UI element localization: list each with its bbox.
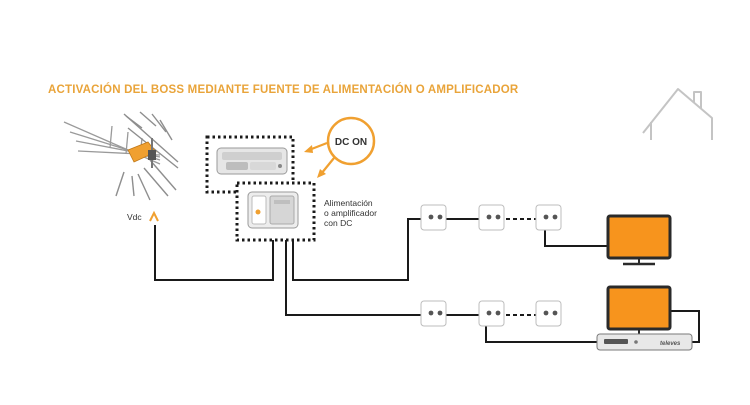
wall-outlet-icon	[420, 204, 447, 231]
wall-outlet-icon	[420, 300, 447, 327]
device-label-line-2: o amplificador	[324, 208, 377, 218]
dc-on-badge	[326, 116, 376, 166]
arrow-left-icon	[304, 141, 328, 153]
device-label-line-1: Alimentación	[324, 198, 373, 208]
vdc-label: Vdc	[127, 212, 142, 222]
tv-icon	[606, 285, 672, 334]
set-top-box-icon: televes	[596, 333, 693, 351]
wall-outlet-icon	[535, 204, 562, 231]
house-outline-icon	[642, 88, 713, 140]
device-label-container: Alimentación o amplificador con DC	[324, 198, 377, 228]
wall-outlet-icon	[535, 300, 562, 327]
amplifier-icon	[247, 191, 299, 229]
antenna-icon	[63, 111, 179, 201]
arrow-down-left-icon	[317, 157, 335, 178]
device-label-line-3: con DC	[324, 218, 353, 228]
wall-outlet-icon	[478, 204, 505, 231]
wall-outlet-icon	[478, 300, 505, 327]
cable-lines	[154, 218, 700, 343]
vdc-arrow-icon	[149, 210, 159, 222]
set-top-box-brand: televes	[660, 341, 681, 347]
power-supply-icon	[216, 147, 288, 175]
tv-icon	[606, 214, 672, 266]
diagram-title: ACTIVACIÓN DEL BOSS MEDIANTE FUENTE DE A…	[48, 84, 519, 96]
dc-on-label: DC ON	[334, 137, 368, 148]
